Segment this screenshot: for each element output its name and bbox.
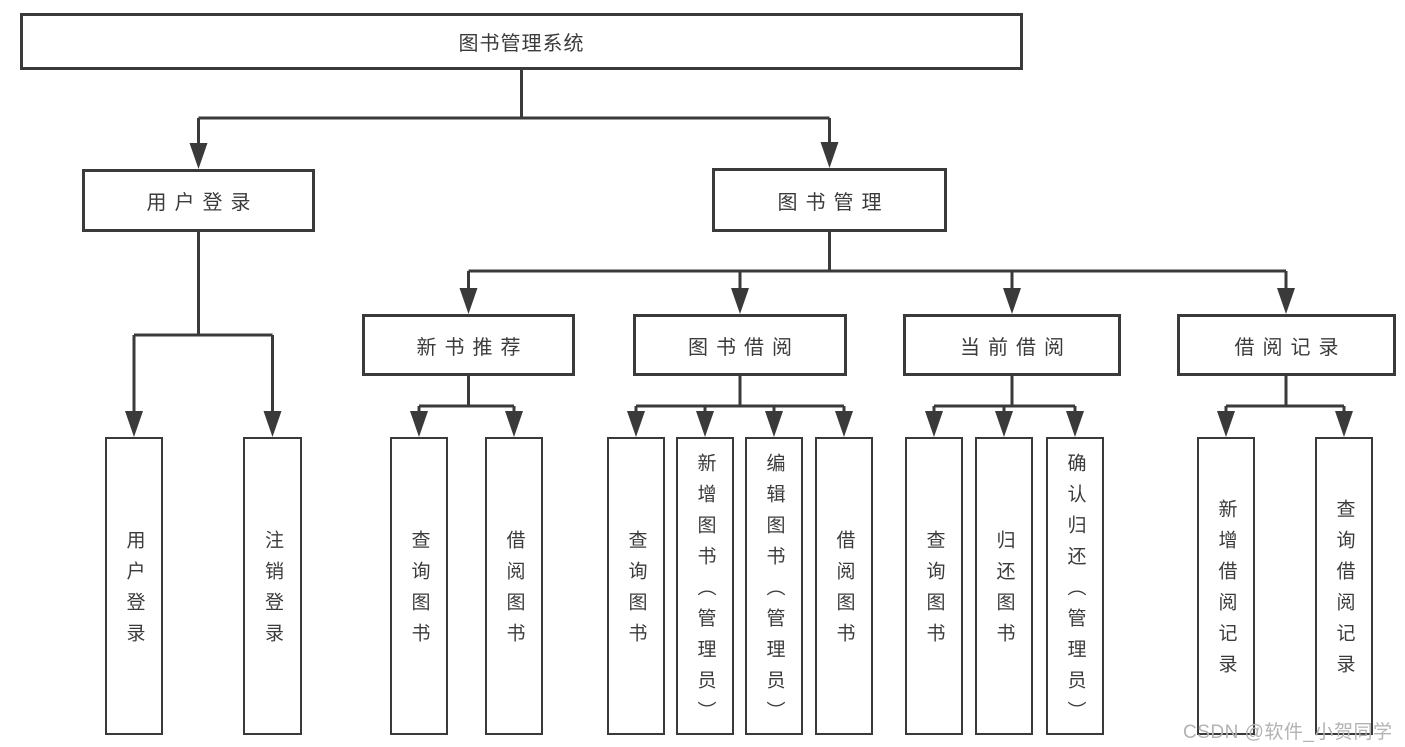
node-label: 新书推荐 — [416, 336, 529, 359]
node-borrow-records: 借阅记录 — [1177, 314, 1396, 376]
leaf-add-book-admin: 新增图书（管理员） — [676, 437, 734, 735]
node-label: 借阅记录 — [1234, 336, 1347, 359]
node-label: 查询借阅记录 — [1333, 499, 1355, 685]
connector-root-to-level2 — [197, 70, 831, 148]
leaf-edit-book-admin: 编辑图书（管理员） — [745, 437, 803, 735]
node-label: 查询图书 — [625, 530, 647, 654]
arrowhead-icon — [1277, 288, 1295, 314]
leaf-query-borrow-record: 查询借阅记录 — [1315, 437, 1373, 735]
csdn-watermark: CSDN @软件_小贺同学 — [1183, 722, 1393, 743]
arrowhead-icon — [1003, 288, 1021, 314]
leaf-confirm-return-admin: 确认归还（管理员） — [1046, 437, 1104, 735]
leaf-query-book-borrow: 查询图书 — [607, 437, 665, 735]
node-label: 新增图书（管理员） — [694, 452, 716, 732]
node-label: 查询图书 — [408, 530, 430, 654]
leaf-user-login: 用户登录 — [105, 437, 163, 735]
arrowhead-icon — [459, 288, 478, 314]
node-label: 图书借阅 — [688, 336, 800, 359]
arrowhead-icon — [189, 143, 208, 169]
arrowhead-icon — [125, 411, 143, 437]
leaf-return-book: 归还图书 — [975, 437, 1033, 735]
node-label: 归还图书 — [993, 530, 1015, 654]
node-label: 注销登录 — [262, 530, 283, 654]
arrowhead-icon — [505, 411, 523, 437]
arrowhead-icon — [696, 411, 714, 437]
node-label: 编辑图书（管理员） — [763, 452, 785, 732]
arrowhead-icon — [765, 411, 783, 437]
arrowhead-icon — [835, 411, 853, 437]
arrowhead-icon — [925, 411, 943, 437]
connector-book-borrow-children — [634, 376, 846, 416]
leaf-borrow-book-recommend: 借阅图书 — [485, 437, 543, 735]
node-label: 借阅图书 — [503, 530, 525, 654]
arrowheads — [125, 142, 1353, 437]
arrowhead-icon — [1217, 411, 1235, 437]
connector-lines — [132, 70, 1346, 416]
arrowhead-icon — [627, 411, 645, 437]
node-label: 借阅图书 — [833, 530, 855, 654]
arrowhead-icon — [995, 411, 1013, 437]
node-book-management: 图书管理 — [712, 168, 947, 232]
arrowhead-icon — [820, 142, 839, 168]
node-label: 确认归还（管理员） — [1064, 452, 1086, 732]
node-current-borrow: 当前借阅 — [903, 314, 1121, 376]
leaf-add-borrow-record: 新增借阅记录 — [1197, 437, 1255, 735]
leaf-query-book-recommend: 查询图书 — [390, 437, 448, 735]
connector-book-management-children — [467, 232, 1288, 293]
arrowhead-icon — [263, 411, 282, 437]
node-user-login: 用户登录 — [82, 169, 315, 232]
node-new-book-recommend: 新书推荐 — [362, 314, 575, 376]
node-book-borrow: 图书借阅 — [633, 314, 847, 376]
connector-user-login-children — [132, 232, 274, 416]
node-label: 图书管理系统 — [458, 33, 585, 55]
leaf-query-book-current: 查询图书 — [905, 437, 963, 735]
node-label: 新增借阅记录 — [1215, 499, 1237, 685]
arrowhead-icon — [731, 288, 749, 314]
arrowhead-icon — [410, 411, 428, 437]
connector-borrow-records-children — [1224, 376, 1346, 416]
node-label: 图书管理 — [777, 191, 890, 214]
arrowhead-icon — [1335, 411, 1353, 437]
connector-current-borrow-children — [932, 376, 1077, 416]
node-library-system: 图书管理系统 — [20, 13, 1023, 70]
node-label: 查询图书 — [923, 530, 945, 654]
leaf-logout: 注销登录 — [243, 437, 302, 735]
node-label: 用户登录 — [146, 192, 259, 214]
node-label: 当前借阅 — [960, 336, 1072, 359]
node-label: 用户登录 — [123, 530, 145, 654]
arrowhead-icon — [1066, 411, 1084, 437]
leaf-borrow-book: 借阅图书 — [815, 437, 873, 735]
connector-new-book-children — [417, 376, 516, 416]
